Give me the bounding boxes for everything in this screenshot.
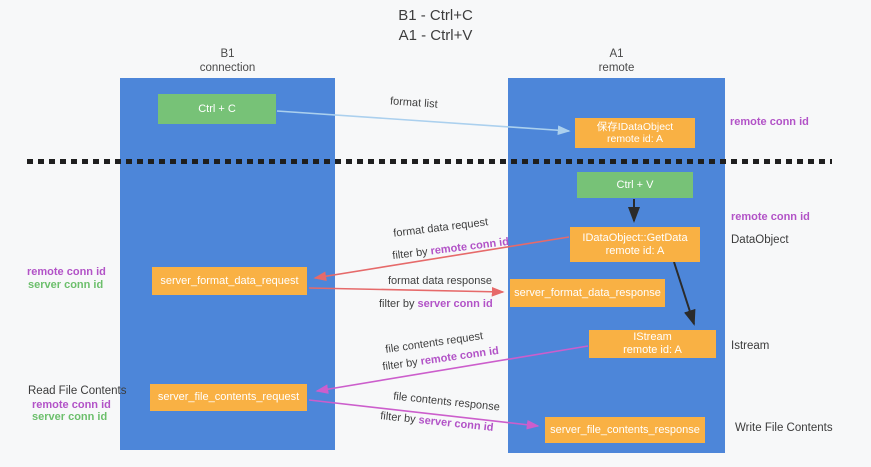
format-list-label: format list xyxy=(389,95,439,111)
file-contents-response-label: file contents response xyxy=(392,390,501,414)
ctrl-c-label: Ctrl + C xyxy=(198,102,236,115)
lane-a1-title: A1 xyxy=(609,48,624,60)
remote-conn-id-text: remote conn id xyxy=(429,235,510,258)
server-conn-id-text: server conn id xyxy=(417,298,493,310)
filter-by-text: filter by xyxy=(391,245,429,263)
clipboard-separator-line xyxy=(27,159,832,164)
ctrl-v-label: Ctrl + V xyxy=(616,178,654,191)
server-format-data-request-box: server_format_data_request xyxy=(152,267,307,295)
remote-conn-id-side-label-top: remote conn id xyxy=(730,116,809,128)
format-data-response-arrow xyxy=(308,286,505,297)
remote-conn-id-left-label-2: remote conn id xyxy=(32,399,111,411)
server-conn-id-left-label-1: server conn id xyxy=(28,279,104,291)
ctrl-v-box: Ctrl + V xyxy=(577,172,693,198)
write-file-contents-label: Write File Contents xyxy=(735,422,833,434)
filter-by-text: filter by xyxy=(379,410,417,426)
istream-line2: remote id: A xyxy=(623,344,682,356)
dataobject-side-label: DataObject xyxy=(731,234,789,246)
server-file-contents-response-label: server_file_contents_response xyxy=(550,423,700,436)
istream-line1: IStream xyxy=(633,331,672,343)
lane-header-a1: A1 remote xyxy=(508,47,725,75)
save-dataobject-line2: remote id: A xyxy=(606,133,664,145)
getdata-box: IDataObject::GetData remote id: A xyxy=(570,227,700,262)
save-dataobject-line1: 保存IDataObject xyxy=(596,121,674,133)
lane-b1-title: B1 xyxy=(220,48,235,60)
getdata-line1: IDataObject::GetData xyxy=(582,231,688,244)
istream-side-label: Istream xyxy=(731,340,770,352)
save-dataobject-box: 保存IDataObject remote id: A xyxy=(575,118,695,148)
server-file-contents-request-box: server_file_contents_request xyxy=(150,384,307,411)
format-data-request-label: format data request xyxy=(392,216,489,240)
format-data-response-label: format data response xyxy=(388,275,492,287)
title-line-1: B1 - Ctrl+C xyxy=(398,7,473,24)
lane-header-b1: B1 connection xyxy=(120,47,335,75)
server-format-data-request-label: server_format_data_request xyxy=(160,274,299,287)
filter-by-text: filter by xyxy=(379,298,415,310)
lane-a1-subtitle: remote xyxy=(598,62,635,74)
server-format-data-response-box: server_format_data_response xyxy=(510,279,665,307)
server-format-data-response-label: server_format_data_response xyxy=(514,286,661,299)
server-conn-id-left-label-2: server conn id xyxy=(32,411,108,423)
server-conn-id-text: server conn id xyxy=(417,414,494,434)
istream-box: IStream remote id: A xyxy=(589,330,716,358)
title-line-2: A1 - Ctrl+V xyxy=(398,27,473,44)
server-file-contents-response-box: server_file_contents_response xyxy=(545,417,705,443)
getdata-line2: remote id: A xyxy=(605,244,665,257)
ctrl-c-box: Ctrl + C xyxy=(158,94,276,124)
server-file-contents-request-label: server_file_contents_request xyxy=(157,391,300,403)
filter-by-text: filter by xyxy=(381,356,419,374)
lane-b1-subtitle: connection xyxy=(199,62,256,74)
read-file-contents-label: Read File Contents xyxy=(28,385,127,397)
remote-conn-id-left-label-1: remote conn id xyxy=(27,266,106,278)
remote-conn-id-side-label-mid: remote conn id xyxy=(731,211,810,223)
diagram-title: B1 - Ctrl+C A1 - Ctrl+V xyxy=(0,6,871,46)
